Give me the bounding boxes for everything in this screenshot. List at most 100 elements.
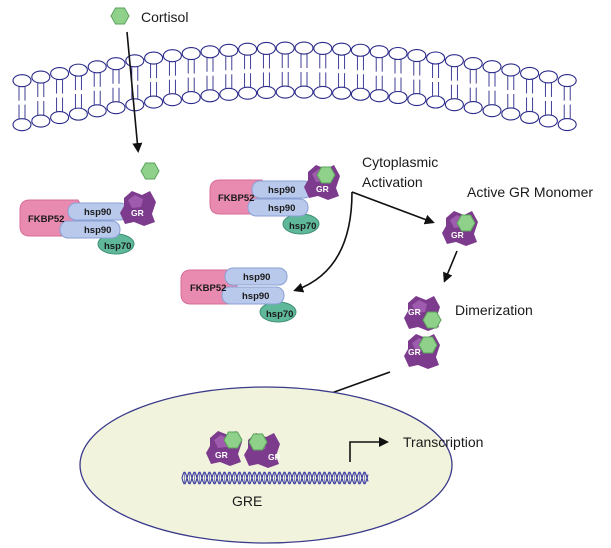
hsp90-label: hsp90 [84, 225, 111, 236]
dimerization-label: Dimerization [455, 302, 533, 318]
dna-backbone [181, 471, 369, 485]
lipid-head [87, 60, 107, 74]
lipid-head [350, 87, 370, 101]
cytoplasmic-activation-label-line1: Cytoplasmic [362, 154, 438, 170]
lipid-head [444, 98, 464, 112]
lipid-head [181, 91, 201, 105]
hsp70-label: hsp70 [289, 221, 316, 232]
lipid-head [463, 57, 483, 71]
lipid-head [426, 95, 446, 109]
lipid-head [144, 51, 164, 65]
lipid-head [275, 85, 295, 99]
lipid-head [50, 67, 70, 81]
cortisol-molecule-icon [110, 7, 130, 25]
lipid-head [369, 89, 389, 103]
hsp90-label: hsp90 [84, 207, 111, 218]
gr-label: GR [451, 230, 464, 240]
lipid-head [350, 43, 370, 57]
activation-arrow-to-chaperones [293, 191, 353, 293]
cortisol-entry-arrow [126, 31, 143, 153]
lipid-head [31, 114, 51, 128]
hsp90-label: hsp90 [268, 203, 295, 214]
lipid-head [50, 111, 70, 125]
lipid-head [256, 85, 276, 99]
lipid-head [219, 43, 239, 57]
hsp90-label: hsp90 [242, 291, 269, 302]
lipid-head [238, 42, 258, 56]
fkbp52-label: FKBP52 [190, 283, 226, 294]
lipid-head [369, 45, 389, 59]
lipid-head [407, 49, 427, 63]
lipid-head [68, 63, 88, 77]
lipid-head [426, 51, 446, 65]
chaperone-complex-released: FKBP52 hsp90 hsp90 hsp70 [180, 267, 297, 323]
gr-dimer-bound-to-gre: GR GR [206, 431, 281, 468]
lipid-head [181, 47, 201, 61]
hsp70-label: hsp70 [266, 309, 293, 320]
lipid-head [313, 85, 333, 99]
lipid-head [68, 107, 88, 121]
hsp90-label: hsp90 [268, 185, 295, 196]
cortisol-molecule-icon [140, 162, 160, 180]
dna-strand [181, 471, 369, 485]
gr-dimer: GR GR [404, 296, 442, 369]
gr-label: GR [131, 208, 144, 218]
gr-label: GR [268, 452, 281, 462]
lipid-head [238, 86, 258, 100]
lipid-head [31, 70, 51, 84]
lipid-head [520, 110, 540, 124]
lipid-head [162, 49, 182, 63]
lipid-head [162, 93, 182, 107]
gr-label: GR [408, 307, 421, 317]
lipid-head [200, 45, 220, 59]
gr-label: GR [408, 347, 421, 357]
lipid-head [106, 57, 126, 71]
lipid-head [501, 107, 521, 121]
activation-arrow-to-monomer [351, 191, 435, 225]
cytoplasmic-activation-label-line2: Activation [362, 174, 423, 190]
lipid-head [219, 87, 239, 101]
lipid-head [294, 41, 314, 55]
lipid-head [332, 42, 352, 56]
lipid-head [388, 90, 408, 105]
lipid-head [482, 60, 502, 74]
lipid-head [388, 46, 408, 61]
lipid-head [275, 41, 295, 55]
monomer-to-dimer-arrow [443, 250, 458, 283]
active-gr-monomer: GR [442, 211, 478, 246]
lipid-head [538, 114, 558, 128]
gr-label: GR [215, 450, 228, 460]
lipid-head [12, 74, 32, 88]
lipid-head [557, 117, 577, 132]
active-gr-monomer-label: Active GR Monomer [467, 184, 593, 200]
hsp90-label: hsp90 [243, 272, 270, 283]
lipid-head [87, 104, 107, 118]
lipid-head [407, 93, 427, 107]
lipid-head [444, 54, 464, 68]
lipid-head [538, 70, 558, 84]
lipid-head [332, 86, 352, 100]
transcription-label: Transcription [403, 434, 483, 450]
lipid-head [313, 41, 333, 55]
receptor-complex-inactive-1: FKBP52 hsp90 hsp90 hsp70 GR [19, 191, 156, 255]
lipid-head [12, 118, 32, 132]
hsp70-label: hsp70 [104, 241, 131, 252]
lipid-head [294, 85, 314, 99]
fkbp52-label: FKBP52 [28, 214, 64, 225]
lipid-head [482, 104, 502, 118]
lipid-head [200, 89, 220, 103]
gre-label: GRE [232, 493, 262, 509]
fkbp52-label: FKBP52 [218, 193, 254, 204]
lipid-head [463, 101, 483, 115]
gr-label: GR [316, 184, 329, 194]
lipid-head [520, 66, 540, 80]
transcription-start-arrow [349, 437, 389, 462]
receptor-complex-with-cortisol: FKBP52 hsp90 hsp90 hsp70 GR [209, 165, 340, 235]
cell-membrane [12, 41, 577, 132]
lipid-head [501, 63, 521, 77]
lipid-head [144, 95, 164, 109]
cortisol-label: Cortisol [141, 9, 188, 25]
lipid-head [106, 101, 126, 115]
